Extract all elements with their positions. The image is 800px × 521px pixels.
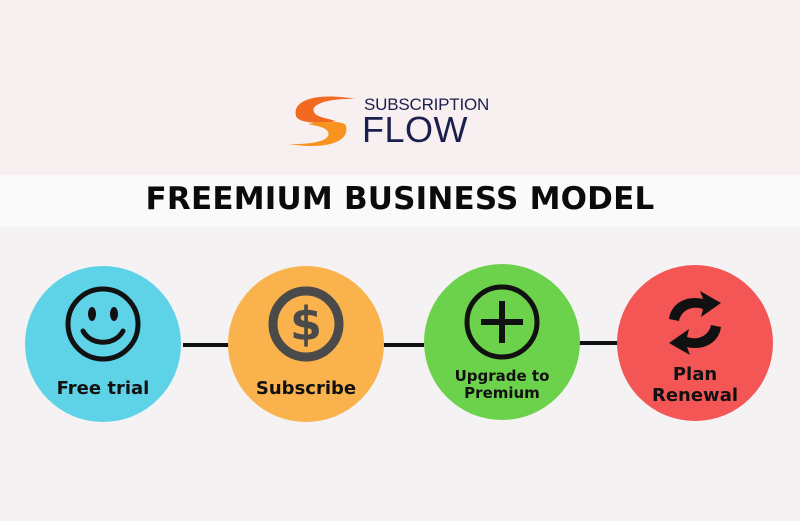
brand-swoosh-icon [288,96,356,146]
brand-logo: SUBSCRIPTION FLOW [286,90,490,152]
dollar-coin-icon: $ [268,286,344,362]
step-label: Upgrade to Premium [454,367,550,403]
step-label: Subscribe [255,378,357,399]
connector-line [384,343,424,347]
connector-line [183,343,229,347]
smiley-icon [65,286,141,362]
step-subscribe: $ Subscribe [228,266,384,422]
svg-text:$: $ [290,297,322,351]
page-title: FREEMIUM BUSINESS MODEL [145,181,655,217]
step-label: Plan Renewal [651,364,739,406]
step-free-trial: Free trial [25,266,181,422]
step-plan-renewal: Plan Renewal [617,265,773,421]
title-background [0,175,800,227]
refresh-arrows-icon [669,291,721,355]
plus-circle-icon [464,284,540,360]
brand-wordmark-top: SUBSCRIPTION [364,95,490,114]
step-label: Free trial [56,378,150,399]
brand-wordmark-bottom: FLOW [362,109,468,150]
header-background [0,0,800,175]
connector-line [578,341,618,345]
step-upgrade-premium: Upgrade to Premium [424,264,580,420]
